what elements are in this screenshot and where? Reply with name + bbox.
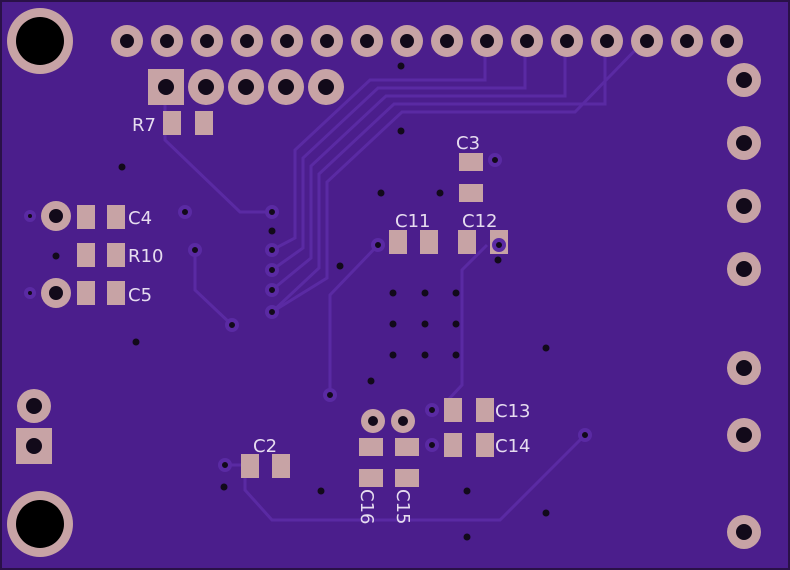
- c11-pad: [420, 230, 438, 254]
- c11-pad: [389, 230, 407, 254]
- c13-pad: [444, 398, 462, 422]
- via: [425, 438, 439, 452]
- via: [178, 205, 192, 219]
- via: [265, 283, 279, 297]
- c2-pad: [241, 454, 259, 478]
- via: [488, 153, 502, 167]
- via: [265, 205, 279, 219]
- label-r7: R7: [132, 115, 156, 136]
- label-c11: C11: [395, 211, 430, 232]
- trace: [271, 38, 647, 314]
- via: [24, 287, 36, 299]
- c4-pad: [107, 205, 125, 229]
- label-c4: C4: [128, 208, 152, 229]
- via: [492, 238, 506, 252]
- right-column-pads: [727, 63, 761, 549]
- label-c5: C5: [128, 285, 152, 306]
- c16-pad: [359, 469, 383, 487]
- header-second-row: [148, 69, 344, 105]
- trace: [328, 243, 380, 395]
- trace: [271, 40, 527, 272]
- header-top-row: [111, 25, 743, 57]
- label-c13: C13: [495, 401, 530, 422]
- via: [265, 243, 279, 257]
- r7-pad: [195, 111, 213, 135]
- via: [225, 318, 239, 332]
- vias: [24, 153, 592, 472]
- trace: [271, 40, 567, 292]
- via: [24, 210, 36, 222]
- via: [425, 403, 439, 417]
- label-c12: C12: [462, 211, 497, 232]
- r10-pad: [77, 243, 95, 267]
- c4-pad: [77, 205, 95, 229]
- r7-pad: [163, 111, 181, 135]
- c2-pad: [272, 454, 290, 478]
- c12-pad: [458, 230, 476, 254]
- via: [371, 238, 385, 252]
- c15-pad: [395, 438, 419, 456]
- via: [265, 263, 279, 277]
- c3-pad: [459, 184, 483, 202]
- via: [265, 305, 279, 319]
- trace: [271, 40, 487, 252]
- via: [218, 458, 232, 472]
- label-c2: C2: [253, 436, 277, 457]
- c3-pad: [459, 153, 483, 171]
- via: [188, 243, 202, 257]
- smd-pads: [77, 111, 508, 487]
- drill-dots: [52, 62, 550, 541]
- label-r10: R10: [128, 246, 163, 267]
- label-c3: C3: [456, 133, 480, 154]
- c5-pad: [77, 281, 95, 305]
- c5-pad: [107, 281, 125, 305]
- trace: [270, 40, 607, 314]
- c14-pad: [476, 433, 494, 457]
- c15-pad: [395, 469, 419, 487]
- label-c15: C15: [392, 489, 413, 524]
- c13-pad: [476, 398, 494, 422]
- via: [323, 388, 337, 402]
- trace: [193, 250, 234, 327]
- label-c16: C16: [356, 489, 377, 524]
- label-c14: C14: [495, 436, 530, 457]
- c16-pad: [359, 438, 383, 456]
- c14-pad: [444, 433, 462, 457]
- via: [578, 428, 592, 442]
- r10-pad: [107, 243, 125, 267]
